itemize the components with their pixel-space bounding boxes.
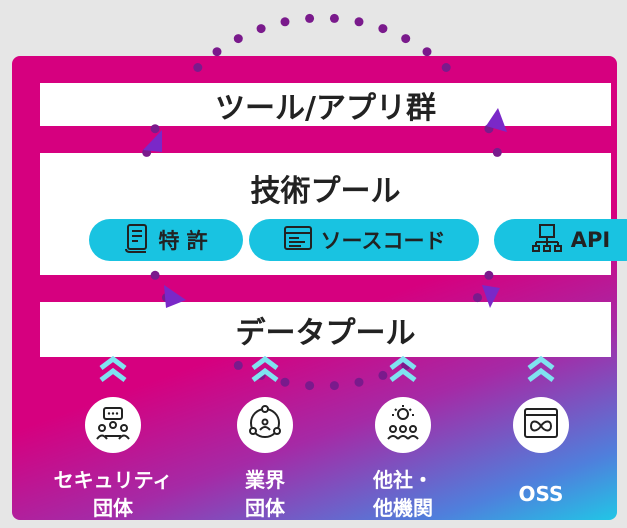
api-label: API: [570, 228, 611, 252]
up-chevrons-icon: [251, 355, 279, 387]
source-label-line2: 他機関: [373, 496, 433, 520]
patent-label: 特 許: [158, 229, 208, 253]
idea-group-icon: [383, 403, 423, 447]
cycle-dot: [305, 13, 315, 23]
source-icon-circle: [85, 397, 141, 453]
arrow-top-left: [143, 130, 162, 152]
source-icon-circle: [375, 397, 431, 453]
cycle-dot: [329, 13, 339, 23]
cycle-dot: [233, 360, 243, 370]
cycle-dot: [256, 24, 266, 34]
cycle-dot: [378, 24, 388, 34]
source-label-line2: 団体: [245, 496, 285, 520]
cycle-dot: [354, 377, 364, 387]
tech-pool-title: 技術プール: [250, 174, 401, 209]
cycle-dot: [233, 34, 243, 44]
cycle-dot: [492, 147, 502, 157]
up-chevrons-icon: [527, 355, 555, 387]
code-window-icon: [283, 225, 313, 256]
cycle-dot: [212, 47, 222, 57]
api-network-icon: [531, 223, 563, 258]
up-chevrons-icon: [99, 355, 127, 387]
meeting-chat-icon: [94, 404, 132, 446]
cycle-arrows: [143, 108, 507, 308]
source-icon-circle: [237, 397, 293, 453]
tech-pool-layer: 技術プール 特 許: [40, 153, 627, 275]
source-label-line1: 他社・: [373, 468, 433, 492]
cycle-dot: [401, 34, 411, 44]
cycle-dot: [150, 124, 160, 134]
arrow-bottom-right: [482, 285, 500, 308]
cycle-dot: [280, 17, 290, 27]
source-label: 業界団体: [205, 466, 325, 522]
source-icon-circle: [513, 397, 569, 453]
tools-layer-title: ツール/アプリ群: [215, 90, 436, 126]
api-pill: API: [494, 219, 627, 261]
cycle-dot: [329, 381, 339, 391]
cycle-dot: [441, 63, 451, 72]
arrow-bottom-left: [164, 285, 186, 308]
patent-pill: 特 許: [89, 219, 243, 261]
cycle-dot: [305, 381, 315, 391]
source-label-line2: 団体: [93, 496, 133, 520]
source-label-line1: 業界: [245, 468, 285, 492]
tools-layer: ツール/アプリ群: [40, 83, 611, 126]
data-pool-title: データプール: [235, 315, 416, 351]
cycle-dot: [378, 370, 388, 380]
source-label: 他社・他機関: [343, 466, 463, 522]
cycle-dot: [280, 377, 290, 387]
source-label-line1: OSS: [518, 482, 564, 506]
cycle-dot: [473, 293, 482, 303]
arrow-top-right: [486, 108, 507, 132]
data-pool-layer: データプール: [40, 302, 611, 357]
cycle-dot: [354, 17, 364, 27]
source-label: セキュリティ団体: [53, 466, 173, 522]
source-code-pill: ソースコード: [249, 219, 479, 261]
people-network-icon: [245, 403, 285, 447]
up-chevrons-icon: [389, 355, 417, 387]
cycle-dots: [142, 13, 502, 391]
cycle-dot: [484, 270, 494, 280]
cycle-dot: [193, 63, 203, 72]
infinity-window-icon: [522, 406, 560, 444]
cycle-dot: [150, 270, 160, 280]
scroll-document-icon: [124, 223, 150, 258]
source-label: OSS: [481, 480, 601, 508]
source-label-line1: セキュリティ: [53, 468, 173, 492]
cycle-dot: [422, 47, 432, 57]
source-code-label: ソースコード: [320, 229, 446, 253]
